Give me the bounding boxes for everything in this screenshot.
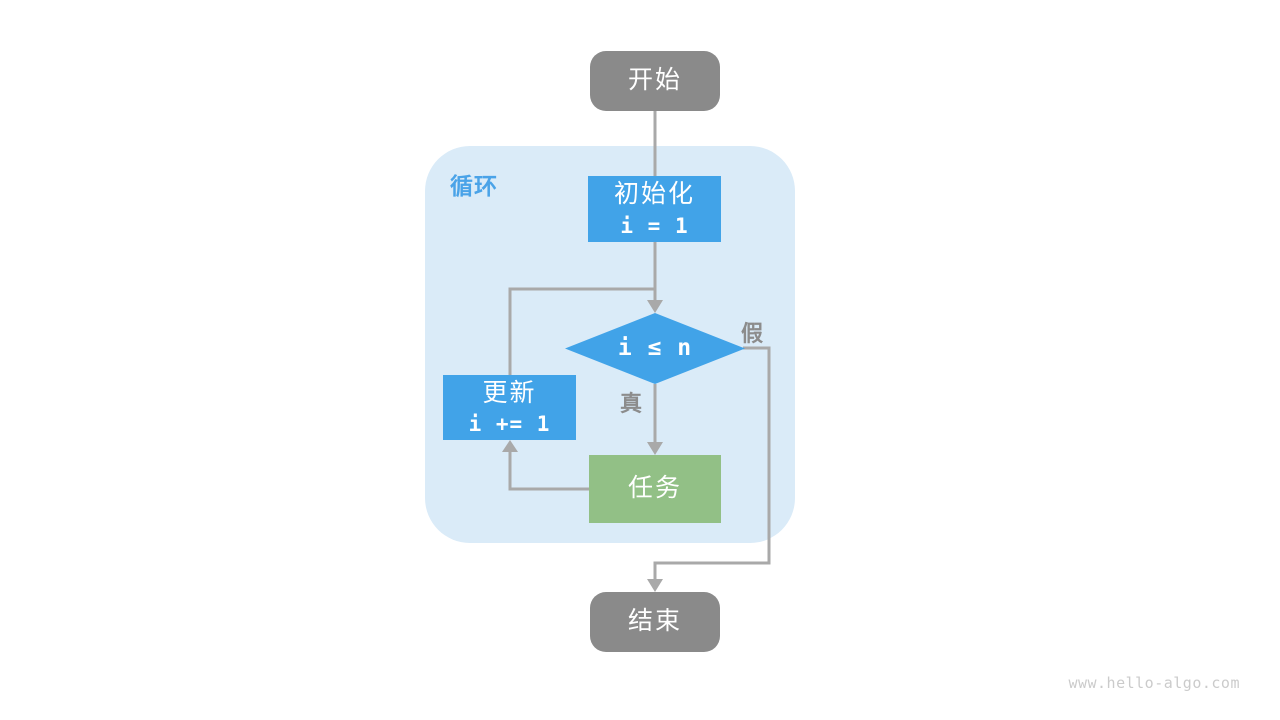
update-node: 更新 i += 1 xyxy=(443,375,576,440)
update-node-code: i += 1 xyxy=(468,412,551,436)
condition-node-code: i ≤ n xyxy=(617,335,693,362)
edge-label-true: 真 xyxy=(620,391,643,416)
init-node-label: 初始化 xyxy=(613,180,695,209)
task-node-label: 任务 xyxy=(627,474,682,503)
end-node: 结束 xyxy=(590,592,720,652)
init-node-code: i = 1 xyxy=(620,213,689,238)
start-node-label: 开始 xyxy=(627,66,682,95)
init-node: 初始化 i = 1 xyxy=(588,176,721,242)
update-node-label: 更新 xyxy=(482,378,537,407)
edge-label-false: 假 xyxy=(741,321,764,346)
end-node-label: 结束 xyxy=(627,607,682,636)
loop-group-label: 循环 xyxy=(450,173,498,199)
start-node: 开始 xyxy=(590,51,720,111)
task-node: 任务 xyxy=(589,455,721,523)
watermark-text: www.hello-algo.com xyxy=(1068,674,1240,692)
arrowhead-into-end xyxy=(647,579,663,592)
